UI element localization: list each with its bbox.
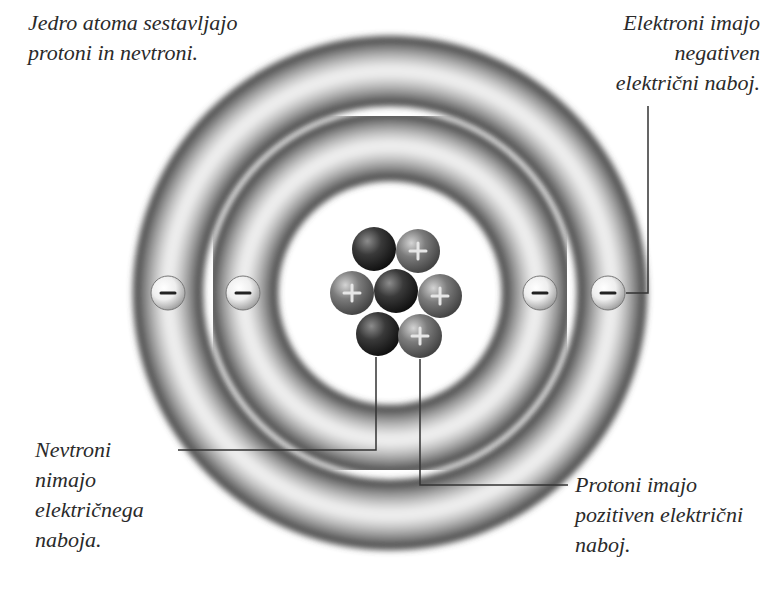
minus-symbols <box>161 292 615 295</box>
minus-symbol <box>601 292 615 295</box>
minus-symbol <box>236 292 250 295</box>
proton-sphere <box>396 229 440 273</box>
shell-band <box>243 146 537 440</box>
callout-label: Jedro atoma sestavljajo protoni in nevtr… <box>28 8 268 68</box>
nucleus <box>330 227 462 358</box>
shell-band <box>168 71 612 515</box>
callout-label: Elektroni imajo negativen električni nab… <box>590 8 760 98</box>
minus-symbol <box>161 292 175 295</box>
outer-shell <box>168 71 612 515</box>
shell-band <box>168 71 612 515</box>
shell-band <box>243 146 537 440</box>
shell-band <box>243 146 537 440</box>
plus-symbol <box>410 243 426 259</box>
shell-band <box>243 146 537 440</box>
proton-sphere <box>398 314 442 358</box>
plus-symbol <box>412 328 428 344</box>
electrons <box>151 276 625 310</box>
callout-label: Protoni imajo pozitiven električni naboj… <box>575 470 760 560</box>
plus-symbols <box>344 243 448 344</box>
leader-line <box>626 106 648 293</box>
leader-line <box>178 357 376 450</box>
shell-band <box>243 146 537 440</box>
neutron-sphere <box>374 269 418 313</box>
electron-sphere <box>591 276 625 310</box>
electron-sphere <box>226 276 260 310</box>
leader-lines <box>178 106 648 485</box>
neutron-sphere <box>352 227 396 271</box>
inner-shell <box>243 146 537 440</box>
shell-band <box>168 71 612 515</box>
callout-label: Nevtroni nimajo električnega naboja. <box>35 435 165 555</box>
plus-symbol <box>432 288 448 304</box>
electron-sphere <box>151 276 185 310</box>
electron-sphere <box>523 276 557 310</box>
shell-band <box>168 71 612 515</box>
proton-sphere <box>418 274 462 318</box>
proton-sphere <box>330 271 374 315</box>
shell-band <box>168 71 612 515</box>
neutron-sphere <box>356 312 400 356</box>
minus-symbol <box>533 292 547 295</box>
leader-line <box>420 359 568 485</box>
plus-symbol <box>344 285 360 301</box>
